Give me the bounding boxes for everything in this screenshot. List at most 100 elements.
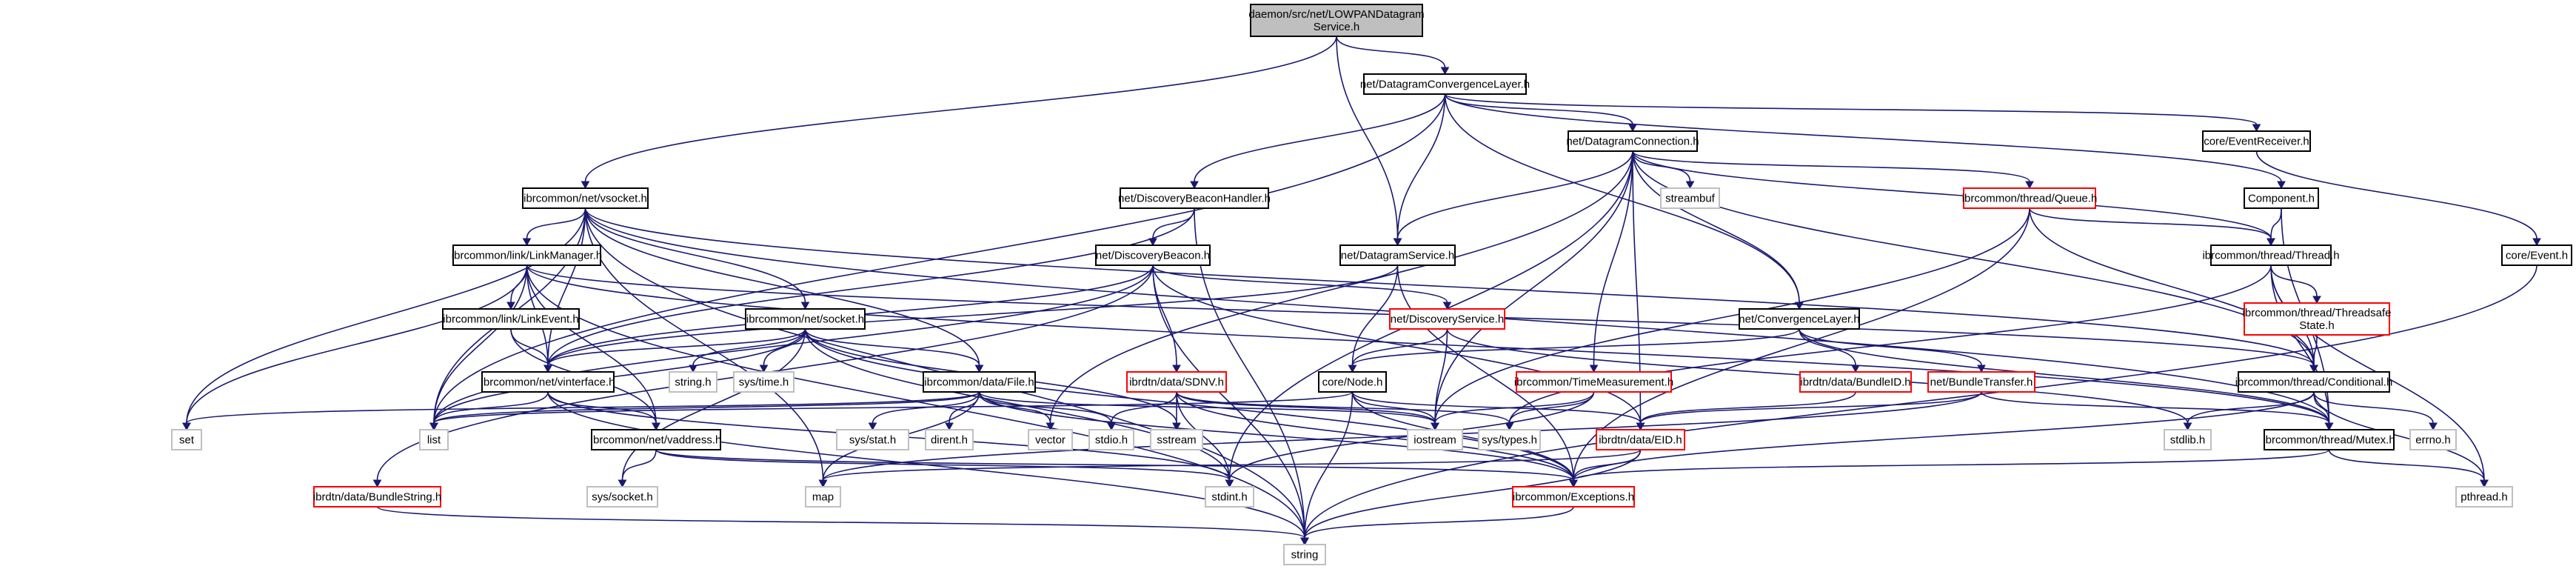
edge-vsocket-to-linkmgr xyxy=(522,207,586,247)
node-box xyxy=(1120,187,1269,209)
node-label: map xyxy=(812,491,834,504)
edge-dservice-to-vinterface xyxy=(543,264,1399,373)
node-streambuf: streambuf xyxy=(1660,187,1720,209)
node-ibrcommon-net-vaddress-h[interactable]: ibrcommon/net/vaddress.h xyxy=(591,429,722,450)
arrowhead xyxy=(1851,365,1860,373)
node-box xyxy=(1660,187,1720,209)
node-ibrcommon-thread-thread-h[interactable]: ibrcommon/thread/Thread.h xyxy=(2202,244,2340,266)
node-ibrcommon-thread-mutex-h[interactable]: ibrcommon/thread/Mutex.h xyxy=(2263,429,2395,450)
edge-evrecv-to-event xyxy=(2255,150,2541,247)
edge-conditional-to-mutex xyxy=(2313,391,2334,431)
arrowhead xyxy=(1046,422,1055,431)
node-ibrcommon-thread-queue-h[interactable]: ibrcommon/thread/Queue.h xyxy=(1962,187,2098,209)
node-errno-h: errno.h xyxy=(2409,429,2457,450)
edge-timemeas-to-iostream xyxy=(1431,391,1595,431)
node-net-discoverybeaconhandler-h[interactable]: net/DiscoveryBeaconHandler.h xyxy=(1118,187,1271,209)
edge-cl-to-bundleid xyxy=(1799,328,1860,373)
node-net-bundletransfer-h[interactable]: net/BundleTransfer.h xyxy=(1927,371,2035,393)
arrowhead xyxy=(2309,365,2318,373)
node-box xyxy=(452,244,601,266)
node-box xyxy=(1739,308,1860,330)
node-ibrdtn-data-bundleid-h[interactable]: ibrdtn/data/BundleID.h xyxy=(1799,371,1912,393)
arrowhead xyxy=(1393,238,1402,247)
node-net-discoverybeacon-h[interactable]: net/DiscoveryBeacon.h xyxy=(1095,244,1211,266)
edge-eid-to-map xyxy=(818,449,1642,488)
node-box xyxy=(591,429,721,450)
node-box xyxy=(1126,371,1227,393)
node-box xyxy=(2238,371,2390,393)
node-box xyxy=(1927,371,2035,393)
node-box xyxy=(2501,244,2572,266)
edge-thread-to-tsstate xyxy=(2270,264,2321,305)
node-ibrcommon-link-linkevent-h[interactable]: ibrcommon/link/LinkEvent.h xyxy=(442,308,580,330)
node-label: ibrcommon/net/vinterface.h xyxy=(481,376,615,389)
edge-btransfer-to-mutex xyxy=(1981,391,2334,431)
node-ibrcommon-net-vsocket-h[interactable]: ibrcommon/net/vsocket.h xyxy=(522,187,649,209)
arrowhead xyxy=(429,422,438,431)
edge-dconn-to-dservice xyxy=(1393,150,1633,247)
node-list: list xyxy=(419,429,449,450)
node-net-datagramconvergencelayer-h[interactable]: net/DatagramConvergenceLayer.h xyxy=(1360,73,1530,95)
edge-dcl-to-cl xyxy=(1444,93,1804,310)
node-label: ibrcommon/thread/Threadsafe xyxy=(2243,307,2392,319)
edge-root-to-dservice xyxy=(1336,36,1402,247)
arrowhead xyxy=(759,365,769,373)
node-box xyxy=(2409,429,2457,450)
arrowhead xyxy=(1348,365,1357,373)
node-core-node-h[interactable]: core/Node.h xyxy=(1318,371,1387,393)
node-label: Service.h xyxy=(1314,21,1360,33)
node-sys-socket-h: sys/socket.h xyxy=(586,486,658,508)
node-box xyxy=(1407,429,1463,450)
node-sys-stat-h: sys/stat.h xyxy=(836,429,909,450)
node-net-datagramconnection-h[interactable]: net/DatagramConnection.h xyxy=(1566,130,1699,152)
node-box xyxy=(2210,244,2332,266)
node-box xyxy=(1568,130,1698,152)
node-label: stdio.h xyxy=(1095,434,1128,447)
arrowhead xyxy=(182,422,191,431)
node-ibrdtn-data-sdnv-h[interactable]: ibrdtn/data/SDNV.h xyxy=(1126,371,1227,393)
node-label: ibrcommon/link/LinkManager.h xyxy=(452,250,602,262)
edge-root-to-vsocket xyxy=(581,36,1337,190)
node-core-eventreceiver-h[interactable]: core/EventReceiver.h xyxy=(2202,130,2311,152)
node-map: map xyxy=(805,486,841,508)
node-ibrcommon-thread-conditional-h[interactable]: ibrcommon/thread/Conditional.h xyxy=(2235,371,2393,393)
node-net-convergencelayer-h[interactable]: net/ConvergenceLayer.h xyxy=(1739,308,1860,330)
edges-layer xyxy=(182,36,2541,546)
node-net-discoveryservice-h[interactable]: net/DiscoveryService.h xyxy=(1389,308,1505,330)
edge-sdnv-to-iostream xyxy=(1176,391,1439,431)
arrowhead xyxy=(1442,302,1452,310)
node-label: ibrcommon/thread/Mutex.h xyxy=(2263,434,2395,447)
node-net-datagramservice-h[interactable]: net/DatagramService.h xyxy=(1339,244,1456,266)
node-label: ibrcommon/link/LinkEvent.h xyxy=(443,313,578,326)
node-box xyxy=(1028,429,1073,450)
node-ibrcommon-data-file-h[interactable]: ibrcommon/data/File.h xyxy=(923,371,1036,393)
node-label: net/DiscoveryBeaconHandler.h xyxy=(1118,193,1271,205)
arrowhead xyxy=(1431,422,1439,431)
node-ibrcommon-net-socket-h[interactable]: ibrcommon/net/socket.h xyxy=(745,308,866,330)
node-component-h[interactable]: Component.h xyxy=(2244,187,2319,209)
arrowhead xyxy=(1589,365,1599,373)
node-box xyxy=(745,308,866,330)
node-box xyxy=(2264,429,2395,450)
node-label: list xyxy=(427,434,441,447)
edge-dcl-to-evrecv xyxy=(1444,93,2261,133)
node-ibrdtn-data-bundlestring-h[interactable]: ibrdtn/data/BundleString.h xyxy=(313,486,441,508)
node-label: pthread.h xyxy=(2460,491,2507,504)
node-ibrdtn-data-eid-h[interactable]: ibrdtn/data/EID.h xyxy=(1596,429,1685,450)
node-label: sstream xyxy=(1157,434,1196,447)
node-ibrcommon-timemeasurement-h[interactable]: ibrcommon/TimeMeasurement.h xyxy=(1514,371,1673,393)
arrowhead xyxy=(2266,238,2275,247)
arrowhead xyxy=(2183,422,2192,431)
node-label: string xyxy=(1291,549,1319,562)
arrowhead xyxy=(2252,124,2261,133)
node-core-event-h[interactable]: core/Event.h xyxy=(2501,244,2572,266)
node-dirent-h: dirent.h xyxy=(925,429,974,450)
node-ibrcommon-net-vinterface-h[interactable]: ibrcommon/net/vinterface.h xyxy=(481,371,615,393)
node-label: sys/types.h xyxy=(1482,434,1537,447)
node-ibrcommon-exceptions-h[interactable]: ibrcommon/Exceptions.h xyxy=(1512,486,1635,508)
arrowhead xyxy=(1190,181,1199,190)
node-ibrcommon-link-linkmanager-h[interactable]: ibrcommon/link/LinkManager.h xyxy=(452,244,602,266)
